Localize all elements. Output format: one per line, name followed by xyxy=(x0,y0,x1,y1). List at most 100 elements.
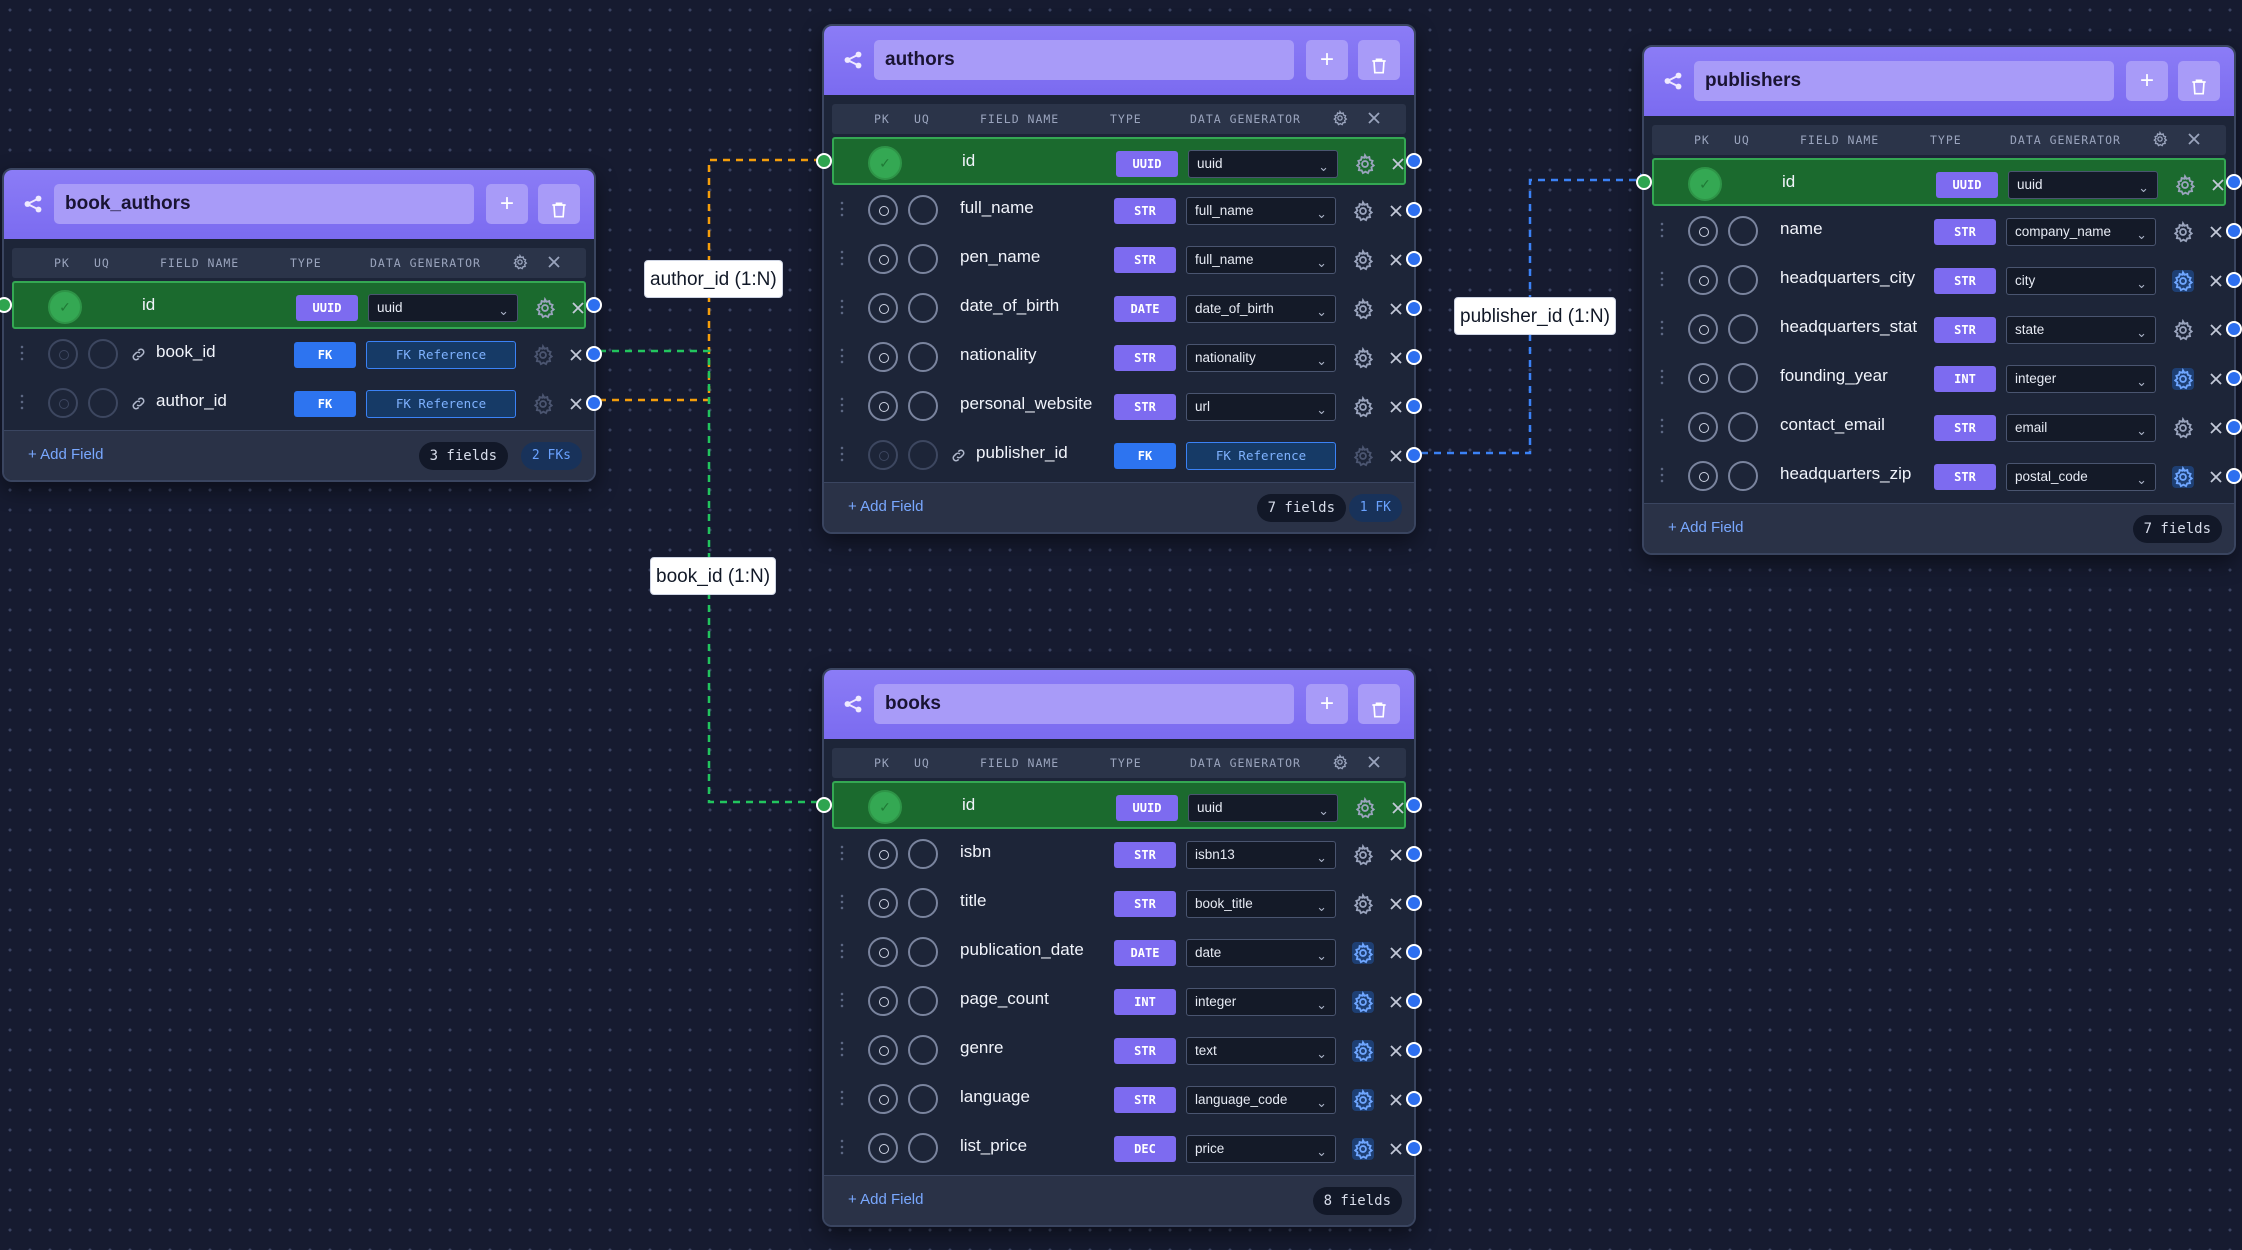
drag-handle-icon[interactable] xyxy=(20,344,24,362)
connection-handle-right[interactable] xyxy=(2226,223,2242,239)
field-settings-gear-icon[interactable] xyxy=(2172,318,2194,341)
connection-handle-right[interactable] xyxy=(2226,468,2242,484)
uq-toggle[interactable] xyxy=(88,388,118,418)
pk-toggle[interactable] xyxy=(868,986,898,1016)
type-badge[interactable]: STR xyxy=(1114,1087,1176,1113)
data-generator-select[interactable]: uuid⌄ xyxy=(1188,794,1338,822)
connection-handle-left[interactable] xyxy=(816,153,832,169)
pk-toggle[interactable] xyxy=(868,293,898,323)
field-name[interactable]: pen_name xyxy=(960,247,1041,266)
type-badge[interactable]: STR xyxy=(1934,464,1996,490)
connection-handle-right[interactable] xyxy=(1406,398,1422,414)
uq-toggle[interactable] xyxy=(1728,461,1758,491)
field-settings-gear-icon[interactable] xyxy=(532,392,554,415)
data-generator-select[interactable]: url⌄ xyxy=(1186,393,1336,421)
field-settings-gear-icon[interactable] xyxy=(1352,1039,1374,1062)
type-badge[interactable]: INT xyxy=(1934,366,1996,392)
data-generator-select[interactable]: full_name⌄ xyxy=(1186,197,1336,225)
pk-toggle[interactable] xyxy=(868,244,898,274)
data-generator-select[interactable]: price⌄ xyxy=(1186,1135,1336,1163)
field-settings-gear-icon[interactable] xyxy=(1352,395,1374,418)
connection-handle-right[interactable] xyxy=(1406,300,1422,316)
field-settings-gear-icon[interactable] xyxy=(2172,269,2194,292)
connection-handle-right[interactable] xyxy=(586,297,602,313)
uq-toggle[interactable] xyxy=(1728,363,1758,393)
uq-toggle[interactable] xyxy=(908,244,938,274)
table-name-input[interactable]: publishers xyxy=(1694,61,2114,101)
remove-field-icon[interactable] xyxy=(1388,399,1404,415)
connection-handle-right[interactable] xyxy=(1406,349,1422,365)
table-name-input[interactable]: book_authors xyxy=(54,184,474,224)
remove-field-icon[interactable] xyxy=(1388,1092,1404,1108)
drag-handle-icon[interactable] xyxy=(1660,221,1664,239)
drag-handle-icon[interactable] xyxy=(1660,368,1664,386)
data-generator-select[interactable]: nationality⌄ xyxy=(1186,344,1336,372)
type-badge[interactable]: STR xyxy=(1114,247,1176,273)
remove-field-icon[interactable] xyxy=(1388,945,1404,961)
connection-handle-right[interactable] xyxy=(2226,272,2242,288)
remove-field-icon[interactable] xyxy=(1388,994,1404,1010)
field-name[interactable]: publisher_id xyxy=(976,443,1068,462)
field-settings-gear-icon[interactable] xyxy=(534,296,556,319)
relationship-label-book-id[interactable]: book_id (1:N) xyxy=(650,557,777,595)
uq-toggle[interactable] xyxy=(908,195,938,225)
connection-handle-left[interactable] xyxy=(816,797,832,813)
remove-field-icon[interactable] xyxy=(1390,156,1406,172)
type-badge[interactable]: UUID xyxy=(296,295,358,321)
connection-handle-right[interactable] xyxy=(1406,944,1422,960)
data-generator-select[interactable]: company_name⌄ xyxy=(2006,218,2156,246)
drag-handle-icon[interactable] xyxy=(840,1089,844,1107)
uq-toggle[interactable] xyxy=(908,1035,938,1065)
uq-toggle[interactable] xyxy=(908,391,938,421)
type-badge[interactable]: FK xyxy=(294,342,356,368)
connection-handle-right[interactable] xyxy=(2226,174,2242,190)
connection-handle-right[interactable] xyxy=(1406,251,1422,267)
field-settings-gear-icon[interactable] xyxy=(1352,444,1374,467)
type-badge[interactable]: STR xyxy=(1114,842,1176,868)
data-generator-select[interactable]: language_code⌄ xyxy=(1186,1086,1336,1114)
table-share-icon[interactable] xyxy=(842,49,864,71)
data-generator-select[interactable]: text⌄ xyxy=(1186,1037,1336,1065)
uq-toggle[interactable] xyxy=(1728,314,1758,344)
data-generator-select[interactable]: full_name⌄ xyxy=(1186,246,1336,274)
field-name[interactable]: page_count xyxy=(960,989,1049,1008)
connection-handle-left[interactable] xyxy=(1636,174,1652,190)
drag-handle-icon[interactable] xyxy=(1660,417,1664,435)
connection-handle-right[interactable] xyxy=(1406,993,1422,1009)
uq-toggle[interactable] xyxy=(908,293,938,323)
pk-toggle[interactable] xyxy=(1688,216,1718,246)
field-name[interactable]: headquarters_stat xyxy=(1780,317,1918,336)
connection-handle-right[interactable] xyxy=(1406,895,1422,911)
connection-handle-right[interactable] xyxy=(2226,370,2242,386)
field-settings-gear-icon[interactable] xyxy=(2172,220,2194,243)
delete-table-button[interactable] xyxy=(1358,40,1400,80)
drag-handle-icon[interactable] xyxy=(20,393,24,411)
header-gear-icon[interactable] xyxy=(512,253,528,270)
uq-toggle[interactable] xyxy=(908,937,938,967)
type-badge[interactable]: STR xyxy=(1934,268,1996,294)
type-badge[interactable]: INT xyxy=(1114,989,1176,1015)
add-field-button[interactable]: + Add Field xyxy=(1668,519,1744,536)
connection-handle-right[interactable] xyxy=(1406,447,1422,463)
uq-toggle[interactable] xyxy=(1728,412,1758,442)
connection-handle-right[interactable] xyxy=(1406,153,1422,169)
field-name[interactable]: genre xyxy=(960,1038,1004,1057)
add-field-button[interactable]: + Add Field xyxy=(848,498,924,515)
uq-toggle[interactable] xyxy=(908,888,938,918)
drag-handle-icon[interactable] xyxy=(840,893,844,911)
remove-field-icon[interactable] xyxy=(1388,847,1404,863)
remove-field-icon[interactable] xyxy=(1388,252,1404,268)
data-generator-select[interactable]: date⌄ xyxy=(1186,939,1336,967)
field-settings-gear-icon[interactable] xyxy=(1352,1088,1374,1111)
type-badge[interactable]: UUID xyxy=(1936,172,1998,198)
remove-field-icon[interactable] xyxy=(1388,350,1404,366)
pk-toggle[interactable] xyxy=(868,195,898,225)
type-badge[interactable]: STR xyxy=(1934,415,1996,441)
